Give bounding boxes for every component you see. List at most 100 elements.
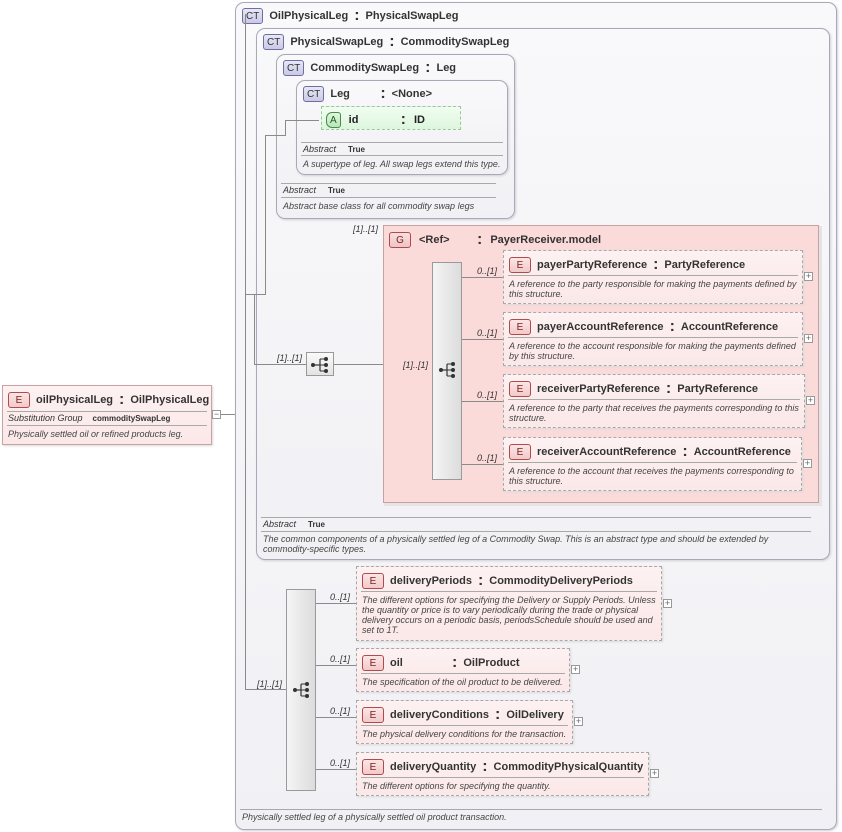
element-type: CommodityPhysicalQuantity <box>493 761 644 773</box>
attribute-badge: A <box>326 112 341 128</box>
sequence-bar[interactable] <box>286 589 316 791</box>
group-badge: G <box>389 232 411 248</box>
element-name: receiverAccountReference <box>537 446 677 458</box>
root-element-box[interactable]: E oilPhysicalLeg : OilPhysicalLeg Substi… <box>2 385 212 445</box>
element-name: deliveryConditions <box>390 709 490 721</box>
root-element-description: Physically settled oil or refined produc… <box>8 429 184 439</box>
sequence-bar[interactable] <box>432 262 462 480</box>
element-type: PartyReference <box>677 383 758 395</box>
element-type: AccountReference <box>680 321 779 333</box>
ct-name: OilPhysicalLeg <box>269 10 349 22</box>
expand-icon[interactable]: + <box>804 271 813 281</box>
ct-icon: CT <box>242 8 264 24</box>
attribute-id[interactable]: A id : ID <box>321 106 461 130</box>
element-receiverAccountReference[interactable]: E receiverAccountReference : AccountRefe… <box>503 437 802 491</box>
ct-icon: CT <box>263 34 285 50</box>
expand-icon[interactable]: + <box>804 333 813 343</box>
element-description: A reference to the party that receives t… <box>509 403 799 423</box>
element-name: deliveryQuantity <box>390 761 477 773</box>
element-description: A reference to the account that receives… <box>509 466 794 486</box>
group-ref: <Ref> <box>419 234 450 246</box>
element-cardinality: 0..[1] <box>330 592 351 602</box>
element-deliveryPeriods[interactable]: E deliveryPeriods : CommodityDeliveryPer… <box>356 566 662 641</box>
ct-base: Leg <box>436 62 457 74</box>
element-description: A reference to the party responsible for… <box>509 279 797 299</box>
root-element-type: OilPhysicalLeg <box>130 394 210 406</box>
ct-base: PhysicalSwapLeg <box>365 10 459 22</box>
element-deliveryQuantity[interactable]: E deliveryQuantity : CommodityPhysicalQu… <box>356 752 649 796</box>
element-cardinality: 0..[1] <box>477 266 498 276</box>
element-type: AccountReference <box>693 446 791 458</box>
substitution-group-label: Substitution Group <box>8 413 83 423</box>
expand-icon[interactable]: + <box>663 597 672 608</box>
sequence-icon <box>439 362 455 378</box>
element-name: deliveryPeriods <box>390 575 472 587</box>
ct-name: Leg <box>330 88 350 100</box>
attribute-type: ID <box>414 114 425 126</box>
element-badge: E <box>509 381 531 397</box>
element-name: oil <box>390 657 403 669</box>
element-name: payerPartyReference <box>537 259 648 271</box>
expand-icon[interactable]: + <box>574 716 583 726</box>
element-badge: E <box>8 392 30 408</box>
abstract-label: Abstract <box>283 185 317 195</box>
element-description: The different options for specifying the… <box>362 781 551 791</box>
ct-name: CommoditySwapLeg <box>310 62 420 74</box>
abstract-value: True <box>308 520 325 529</box>
element-description: The physical delivery conditions for the… <box>362 729 567 739</box>
sequence-cardinality: [1]..[1] <box>277 353 303 363</box>
sequence-icon[interactable] <box>306 352 334 376</box>
ct-description: A supertype of leg. All swap legs extend… <box>303 159 501 169</box>
element-cardinality: 0..[1] <box>477 328 498 338</box>
element-deliveryConditions[interactable]: E deliveryConditions : OilDelivery The p… <box>356 700 573 744</box>
ct-description: Physically settled leg of a physically s… <box>242 812 507 822</box>
element-oil[interactable]: E oil : OilProduct The specification of … <box>356 648 570 692</box>
ct-leg: CT Leg : <None> A id : ID Abstract True … <box>296 80 508 175</box>
element-badge: E <box>362 759 384 775</box>
root-element-name: oilPhysicalLeg <box>36 394 114 406</box>
collapse-icon[interactable]: − <box>212 409 221 419</box>
element-description: The specification of the oil product to … <box>362 677 563 687</box>
element-cardinality: 0..[1] <box>477 453 498 463</box>
group-cardinality: [1]..[1] <box>353 224 379 234</box>
element-cardinality: 0..[1] <box>330 706 351 716</box>
element-payerAccountReference[interactable]: E payerAccountReference : AccountReferen… <box>503 312 803 366</box>
expand-icon[interactable]: + <box>806 395 815 405</box>
ct-description: Abstract base class for all commodity sw… <box>283 201 475 211</box>
element-badge: E <box>509 257 531 273</box>
ct-name: PhysicalSwapLeg <box>290 36 384 48</box>
element-badge: E <box>509 319 531 335</box>
element-cardinality: 0..[1] <box>477 390 498 400</box>
substitution-group-value: commoditySwapLeg <box>92 414 171 423</box>
sequence-cardinality: [1]..[1] <box>403 360 429 370</box>
element-name: receiverPartyReference <box>537 383 660 395</box>
element-badge: E <box>362 655 384 671</box>
ct-description: The common components of a physically se… <box>263 534 769 554</box>
element-receiverPartyReference[interactable]: E receiverPartyReference : PartyReferenc… <box>503 374 805 428</box>
element-payerPartyReference[interactable]: E payerPartyReference : PartyReference A… <box>503 250 803 304</box>
expand-icon[interactable]: + <box>650 768 659 778</box>
element-badge: E <box>362 707 384 723</box>
ct-icon: CT <box>283 60 305 76</box>
expand-icon[interactable]: + <box>803 458 812 468</box>
abstract-label: Abstract <box>303 144 337 154</box>
element-description: A reference to the account responsible f… <box>509 341 796 361</box>
element-cardinality: 0..[1] <box>330 758 351 768</box>
element-cardinality: 0..[1] <box>330 654 351 664</box>
ct-icon: CT <box>303 86 325 102</box>
element-type: OilProduct <box>463 657 520 669</box>
group-name: PayerReceiver.model <box>490 234 602 246</box>
sequence-icon <box>293 682 309 698</box>
element-badge: E <box>362 573 384 589</box>
abstract-value: True <box>348 145 365 154</box>
abstract-value: True <box>328 186 345 195</box>
element-name: payerAccountReference <box>537 321 664 333</box>
element-badge: E <box>509 444 531 460</box>
attribute-name: id <box>348 114 359 126</box>
element-type: PartyReference <box>664 259 746 271</box>
ct-base: CommoditySwapLeg <box>400 36 510 48</box>
abstract-label: Abstract <box>263 519 297 529</box>
element-type: OilDelivery <box>506 709 564 721</box>
expand-icon[interactable]: + <box>571 664 580 674</box>
sequence-cardinality: [1]..[1] <box>257 679 283 689</box>
